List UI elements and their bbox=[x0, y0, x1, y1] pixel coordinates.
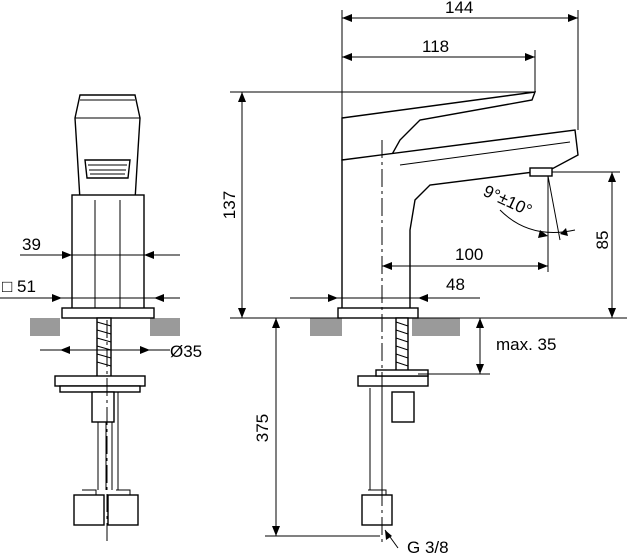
dim-spray-angle: 9°±10° bbox=[480, 181, 535, 220]
front-aerator bbox=[84, 159, 131, 179]
side-view: 144 118 137 85 100 9°±10° bbox=[220, 0, 627, 557]
dim-base-square: □ 51 bbox=[2, 277, 36, 296]
side-hoses bbox=[369, 388, 383, 490]
front-base bbox=[61, 307, 155, 319]
dim-hole-diameter: Ø35 bbox=[170, 342, 202, 361]
side-base bbox=[337, 307, 419, 319]
dim-connector-thread: G 3/8 bbox=[407, 538, 449, 557]
dim-counter-thickness: max. 35 bbox=[496, 335, 556, 354]
dim-base-offset: 48 bbox=[446, 275, 465, 294]
front-connector-right bbox=[107, 494, 139, 526]
dim-height: 137 bbox=[220, 191, 239, 219]
front-connector-left bbox=[73, 494, 105, 526]
dim-spout-reach: 100 bbox=[455, 245, 483, 264]
front-hoses bbox=[97, 392, 119, 490]
side-aerator bbox=[529, 167, 553, 177]
side-connector bbox=[361, 494, 393, 526]
side-nut bbox=[391, 391, 415, 423]
side-fixing-plate bbox=[357, 375, 429, 387]
front-body bbox=[71, 194, 145, 311]
front-fixing-plate bbox=[54, 375, 146, 387]
dim-spout-height: 85 bbox=[593, 231, 612, 250]
dim-total-length: 144 bbox=[445, 0, 473, 17]
front-handle bbox=[74, 94, 141, 201]
dim-hose-length: 375 bbox=[253, 414, 272, 442]
front-view: 39 □ 51 Ø35 bbox=[0, 94, 202, 545]
dim-body-width: 39 bbox=[22, 235, 41, 254]
dim-handle-length: 118 bbox=[422, 37, 449, 56]
